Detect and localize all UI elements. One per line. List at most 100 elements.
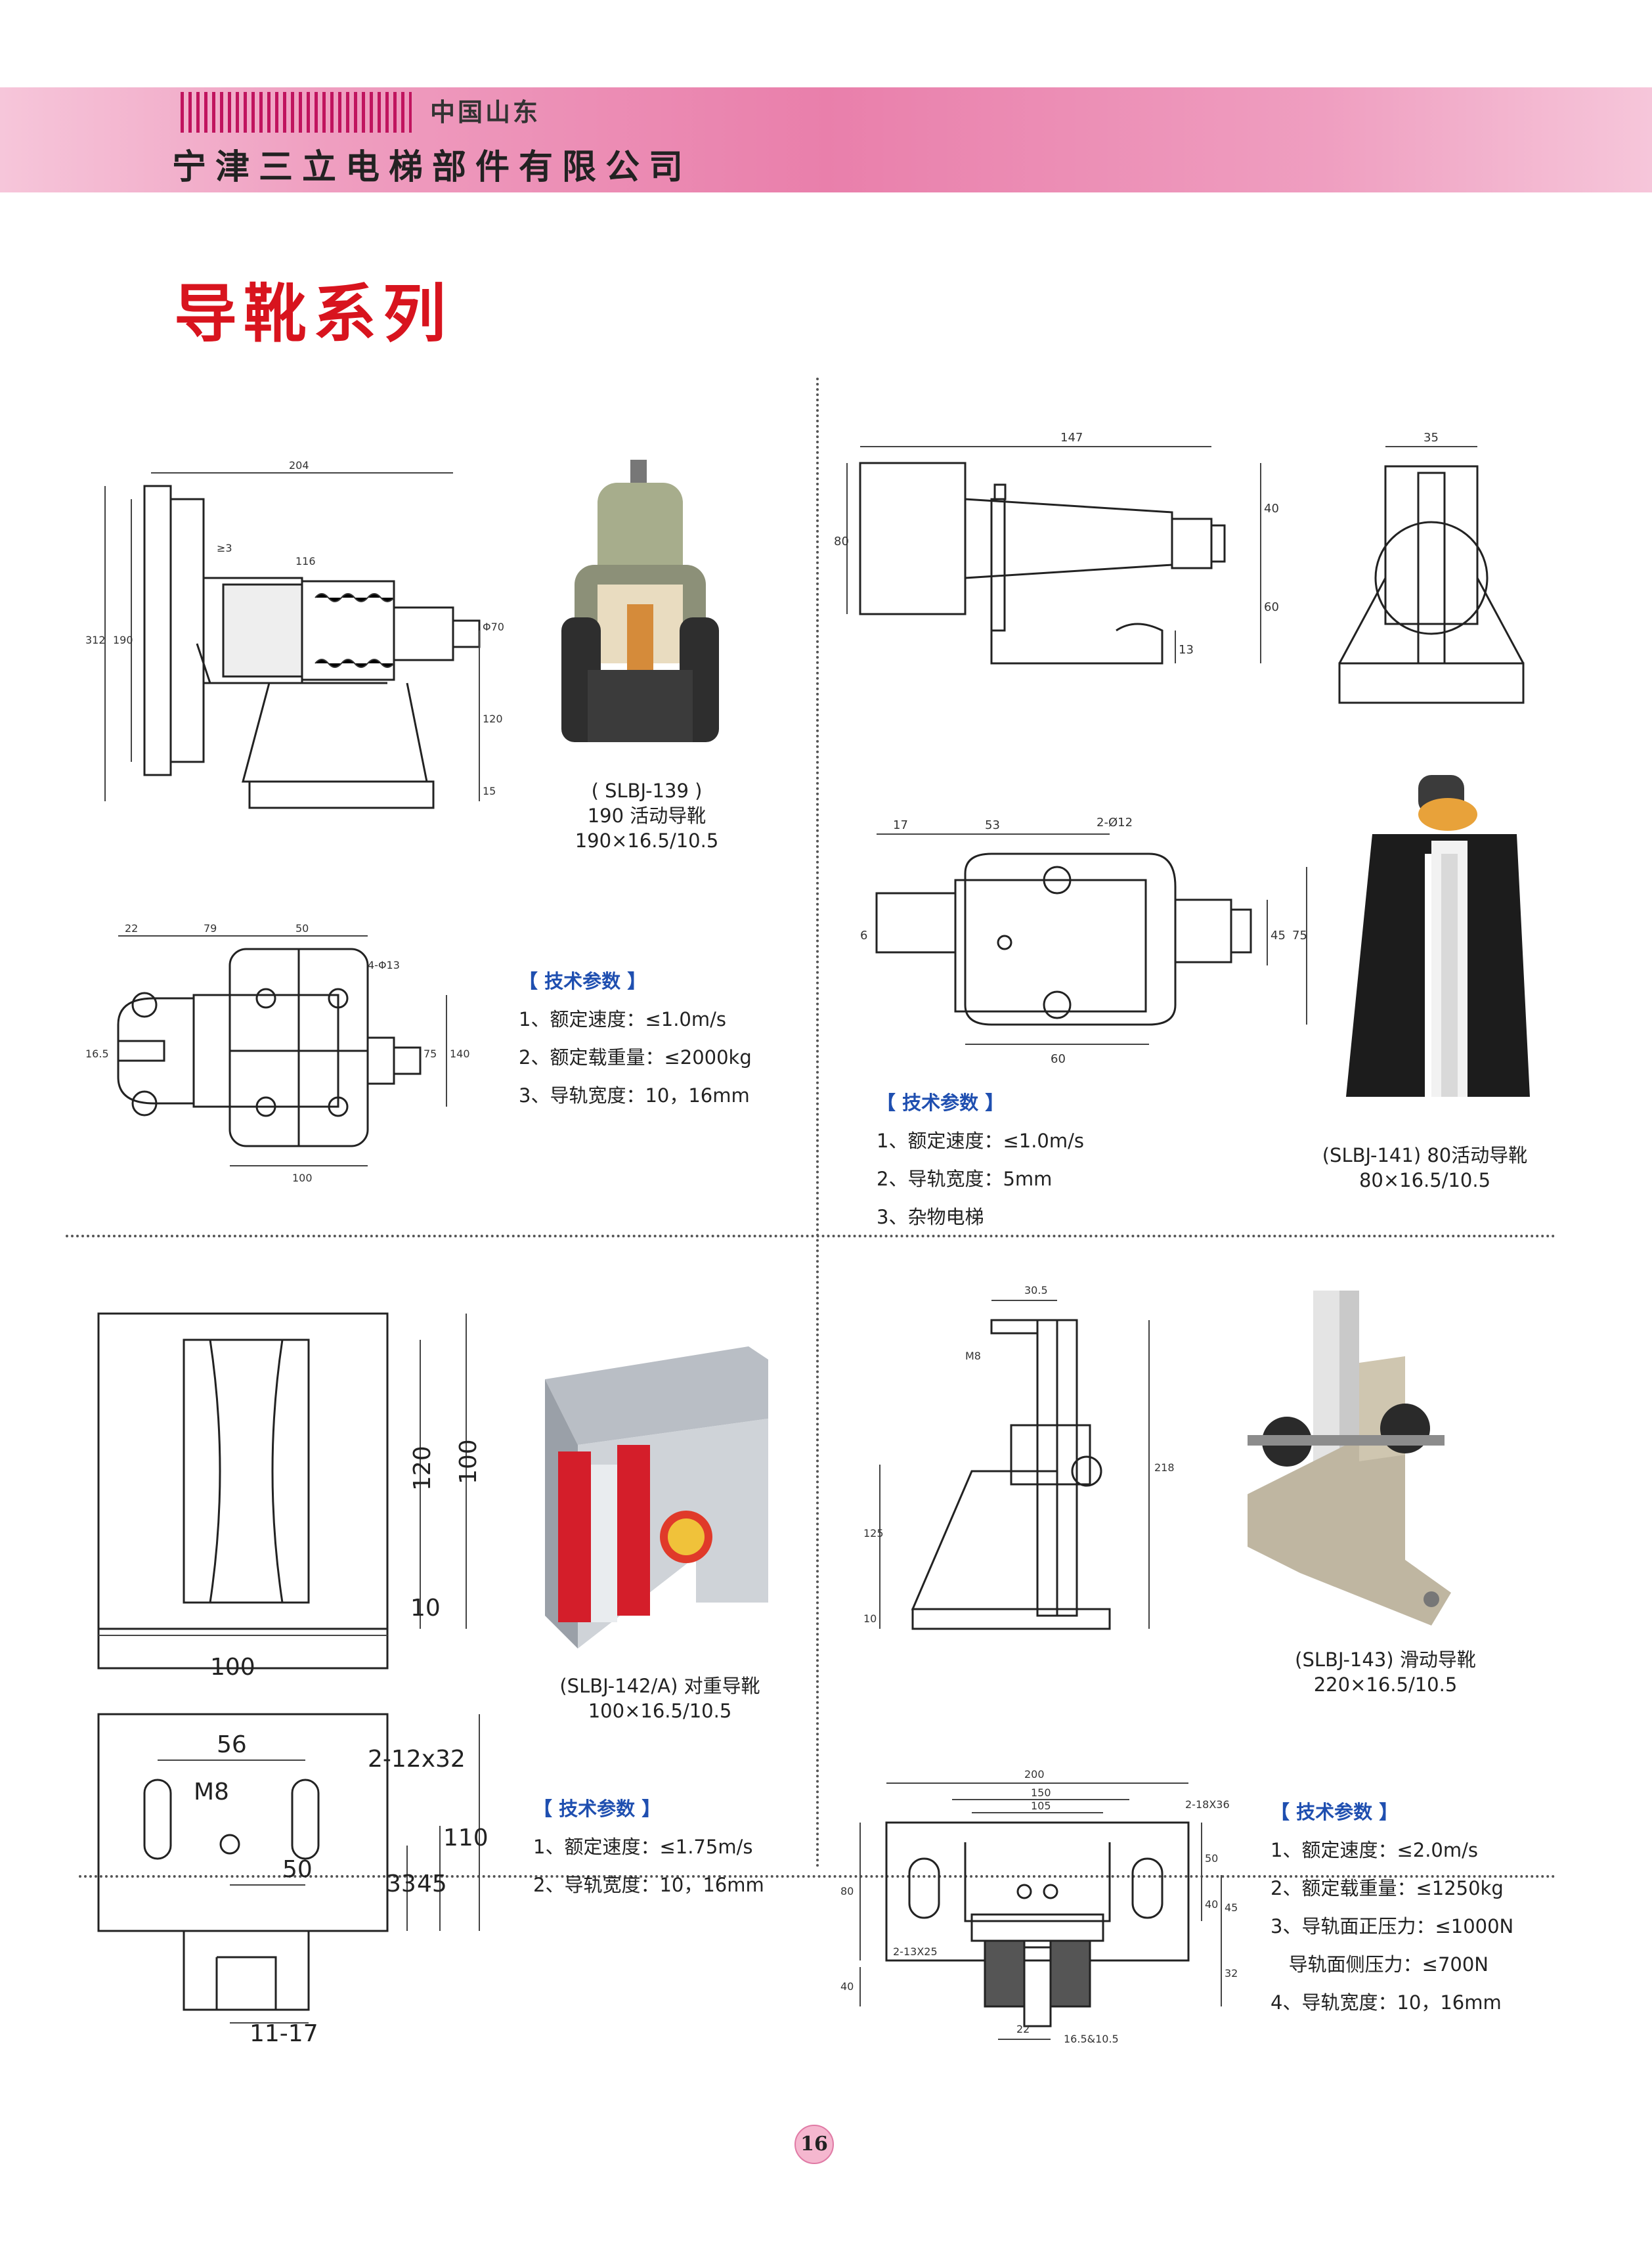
caption-line: (SLBJ-142/A) 对重导靴 xyxy=(559,1675,760,1697)
dim-text: 105 xyxy=(1031,1800,1051,1812)
caption-slbj-143: (SLBJ-143) 滑动导靴 220×16.5/10.5 xyxy=(1248,1647,1523,1697)
dim-text: 10 xyxy=(410,1595,441,1622)
dim-text: 150 xyxy=(1031,1786,1051,1799)
dim-text: Φ70 xyxy=(483,621,504,633)
dim-text: 2-18X36 xyxy=(1185,1798,1230,1811)
caption-line: 100×16.5/10.5 xyxy=(588,1700,732,1722)
product-photo-slbj-139 xyxy=(561,460,719,742)
dim-text: 100 xyxy=(455,1439,482,1484)
caption-slbj-142: (SLBJ-142/A) 对重导靴 100×16.5/10.5 xyxy=(519,1673,801,1723)
section-title: 导靴系列 xyxy=(174,277,452,351)
header-region: 中国山东 xyxy=(430,97,541,127)
dim-text: 75 xyxy=(1292,929,1307,942)
dim-text: 147 xyxy=(1060,431,1083,445)
drawing-slbj-141-front: 147 80 40 60 13 xyxy=(834,431,1279,665)
params-slbj-139: 【 技术参数 】 1、额定速度：≤1.0m/s 2、额定载重量：≤2000kg … xyxy=(519,962,808,1115)
dim-text: 190 xyxy=(113,634,133,646)
dim-text: 15 xyxy=(483,785,496,797)
dim-text: 80 xyxy=(840,1885,854,1897)
dim-text: ≥3 xyxy=(217,542,232,554)
dim-text: 16.5&10.5 xyxy=(1064,2033,1119,2045)
drawing-slbj-143-top: 200 150 105 2-18X36 80 50 40 45 32 40 2-… xyxy=(840,1768,1238,2045)
dim-text: 13 xyxy=(1179,643,1194,657)
dim-text: 10 xyxy=(863,1612,877,1625)
dim-text: 4-Φ13 xyxy=(368,959,400,971)
page-number: 16 xyxy=(794,2125,834,2164)
dim-text: 218 xyxy=(1154,1461,1175,1474)
dim-text: 100 xyxy=(210,1654,255,1681)
param-item: 3、导轨宽度：10，16mm xyxy=(519,1084,750,1107)
dim-text: 17 xyxy=(893,818,908,832)
dim-text: 125 xyxy=(863,1527,884,1539)
dim-text: 110 xyxy=(443,1825,489,1851)
dim-text: 11-17 xyxy=(250,2020,318,2043)
caption-line: ( SLBJ-139 ) xyxy=(591,780,703,802)
param-item: 1、额定速度：≤2.0m/s xyxy=(1271,1839,1478,1861)
dim-text: 120 xyxy=(483,713,503,725)
caption-line: (SLBJ-143) 滑动导靴 xyxy=(1295,1649,1476,1671)
dim-text: 50 xyxy=(295,922,309,935)
dim-text: 45 xyxy=(1271,929,1286,942)
dim-text: 140 xyxy=(450,1048,470,1060)
dim-text: 35 xyxy=(1424,431,1439,445)
caption-line: 190 活动导靴 xyxy=(587,805,706,827)
params-slbj-143: 【 技术参数 】 1、额定速度：≤2.0m/s 2、额定载重量：≤1250kg … xyxy=(1271,1793,1573,2022)
dim-text: 53 xyxy=(985,818,1000,832)
dim-text: 79 xyxy=(204,922,217,935)
params-slbj-141: 【 技术参数 】 1、额定速度：≤1.0m/s 2、导轨宽度：5mm 3、杂物电… xyxy=(877,1084,1165,1236)
param-item: 4、导轨宽度：10，16mm xyxy=(1271,1991,1502,2014)
dim-text: 40 xyxy=(1205,1898,1218,1911)
vertical-divider xyxy=(816,378,819,1869)
dim-text: 120 xyxy=(409,1446,436,1491)
params-slbj-142: 【 技术参数 】 1、额定速度：≤1.75m/s 2、导轨宽度：10，16mm xyxy=(533,1790,815,1904)
param-item: 2、导轨宽度：5mm xyxy=(877,1168,1053,1190)
dim-text: 50 xyxy=(282,1856,313,1883)
drawing-slbj-142-top: 56 M8 2-12x32 50 33 45 110 11-17 xyxy=(97,1713,489,2043)
param-item: 2、额定载重量：≤1250kg xyxy=(1271,1877,1504,1899)
dim-text: 40 xyxy=(1264,502,1279,516)
caption-line: (SLBJ-141) 80活动导靴 xyxy=(1322,1144,1528,1166)
dim-text: 22 xyxy=(1016,2023,1030,2035)
drawing-slbj-141-top: 17 53 2-Ø12 6 45 75 60 xyxy=(860,816,1307,1066)
header-company: 宁津三立电梯部件有限公司 xyxy=(172,147,693,187)
dim-text: 45 xyxy=(1225,1901,1238,1914)
dim-text: 6 xyxy=(860,929,867,942)
dim-text: 60 xyxy=(1264,600,1279,614)
params-title: 【 技术参数 】 xyxy=(519,970,647,992)
dim-text: 75 xyxy=(424,1048,437,1060)
dim-text: 204 xyxy=(289,459,309,472)
param-item: 3、杂物电梯 xyxy=(877,1206,984,1228)
caption-line: 80×16.5/10.5 xyxy=(1359,1169,1491,1191)
header-stripes xyxy=(181,92,412,133)
param-item: 2、额定载重量：≤2000kg xyxy=(519,1046,752,1069)
drawing-slbj-142-front: 100 120 10 100 xyxy=(97,1312,482,1681)
dim-text: 200 xyxy=(1024,1768,1045,1781)
dim-text: 60 xyxy=(1051,1052,1066,1066)
params-title: 【 技术参数 】 xyxy=(877,1092,1005,1114)
dim-text: 40 xyxy=(840,1980,854,1993)
dim-text: 30.5 xyxy=(1024,1284,1048,1296)
dim-text: 45 xyxy=(417,1871,447,1897)
param-item: 2、导轨宽度：10，16mm xyxy=(533,1874,764,1896)
param-item: 1、额定速度：≤1.0m/s xyxy=(519,1008,726,1030)
dim-text: 80 xyxy=(834,535,849,548)
dim-text: M8 xyxy=(194,1779,229,1805)
product-photo-slbj-142 xyxy=(545,1346,768,1649)
product-photo-slbj-143 xyxy=(1248,1291,1451,1626)
dim-text: 50 xyxy=(1205,1852,1218,1865)
dim-text: 2-Ø12 xyxy=(1097,816,1133,830)
caption-line: 220×16.5/10.5 xyxy=(1313,1673,1458,1696)
caption-slbj-141: (SLBJ-141) 80活动导靴 80×16.5/10.5 xyxy=(1287,1143,1563,1193)
params-title: 【 技术参数 】 xyxy=(1271,1801,1399,1823)
dim-text: 2-12x32 xyxy=(368,1746,466,1773)
params-title: 【 技术参数 】 xyxy=(533,1798,661,1820)
param-item: 1、额定速度：≤1.75m/s xyxy=(533,1836,753,1858)
caption-slbj-139: ( SLBJ-139 ) 190 活动导靴 190×16.5/10.5 xyxy=(538,778,755,853)
dim-text: 22 xyxy=(125,922,138,935)
product-photo-slbj-141 xyxy=(1346,775,1530,1097)
bottom-divider xyxy=(79,1875,1556,1878)
drawing-slbj-143-side: 30.5 M8 218 125 10 xyxy=(863,1284,1175,1630)
dim-text: 2-13X25 xyxy=(893,1945,938,1958)
param-item: 导轨面侧压力：≤700N xyxy=(1271,1953,1489,1976)
drawing-slbj-139-side: 204 116 312 190 120 15 Φ70 ≥3 xyxy=(85,459,504,809)
